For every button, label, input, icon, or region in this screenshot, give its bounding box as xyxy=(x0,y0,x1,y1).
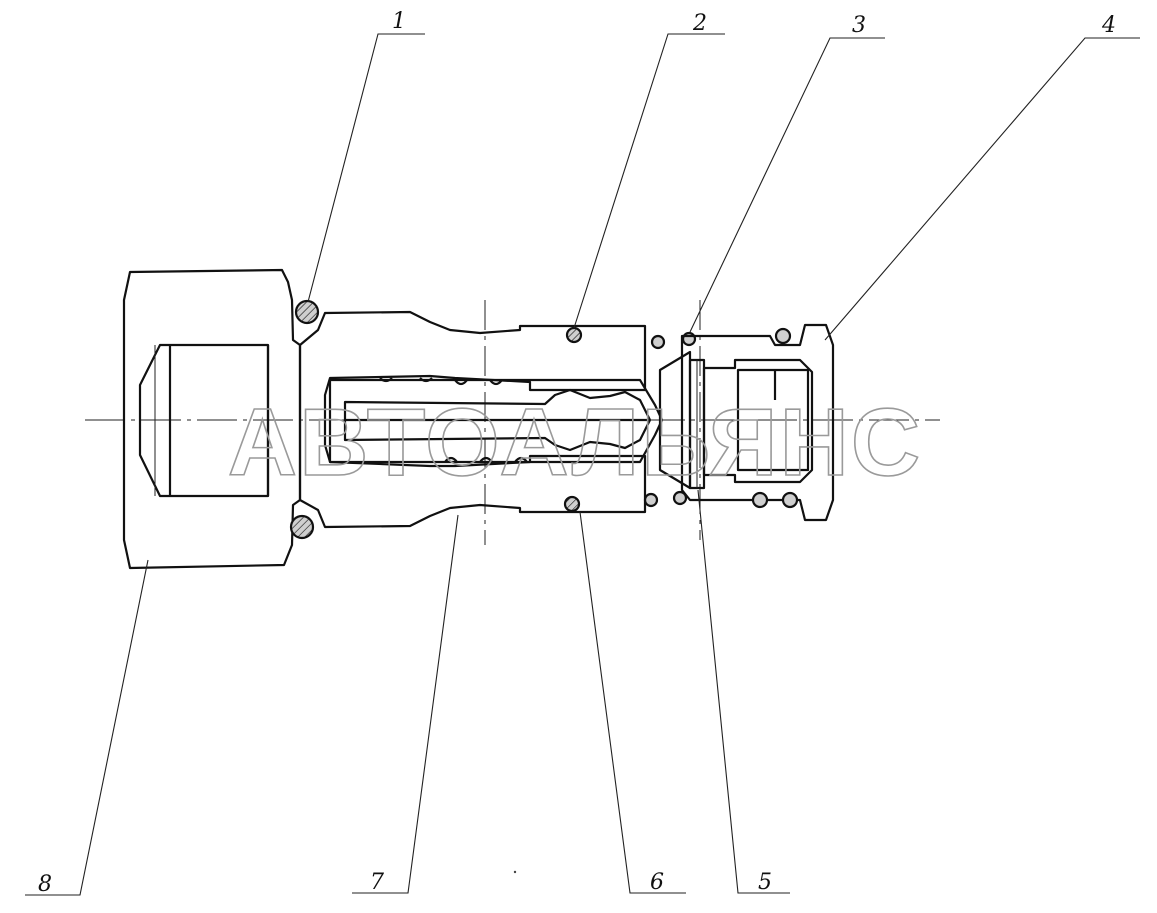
callout-label-8: 8 xyxy=(38,872,52,897)
callout-label-5: 5 xyxy=(758,870,772,895)
callout-label-6: 6 xyxy=(650,870,664,895)
callout-3: 3 xyxy=(689,13,885,333)
body-part-7 xyxy=(298,310,664,529)
callout-4: 4 xyxy=(824,13,1140,341)
stray-dot xyxy=(513,870,517,874)
callout-label-4: 4 xyxy=(1101,13,1116,38)
callout-5: 5 xyxy=(697,489,790,895)
callout-2: 2 xyxy=(573,11,725,329)
o-ring-part-1 xyxy=(289,299,320,540)
callout-7: 7 xyxy=(352,514,459,895)
union-nut-part-8 xyxy=(122,268,302,570)
watermark-text: АВТОАЛЬЯНС xyxy=(228,389,922,496)
callout-6: 6 xyxy=(579,511,686,895)
o-ring-part-6 xyxy=(563,326,583,513)
callout-label-3: 3 xyxy=(852,13,866,38)
callout-8: 8 xyxy=(25,559,149,897)
callout-label-7: 7 xyxy=(370,870,384,895)
end-cap-part-4 xyxy=(680,323,835,522)
callout-1: 1 xyxy=(307,9,425,303)
callout-label-2: 2 xyxy=(692,11,707,36)
callout-label-1: 1 xyxy=(392,9,406,34)
